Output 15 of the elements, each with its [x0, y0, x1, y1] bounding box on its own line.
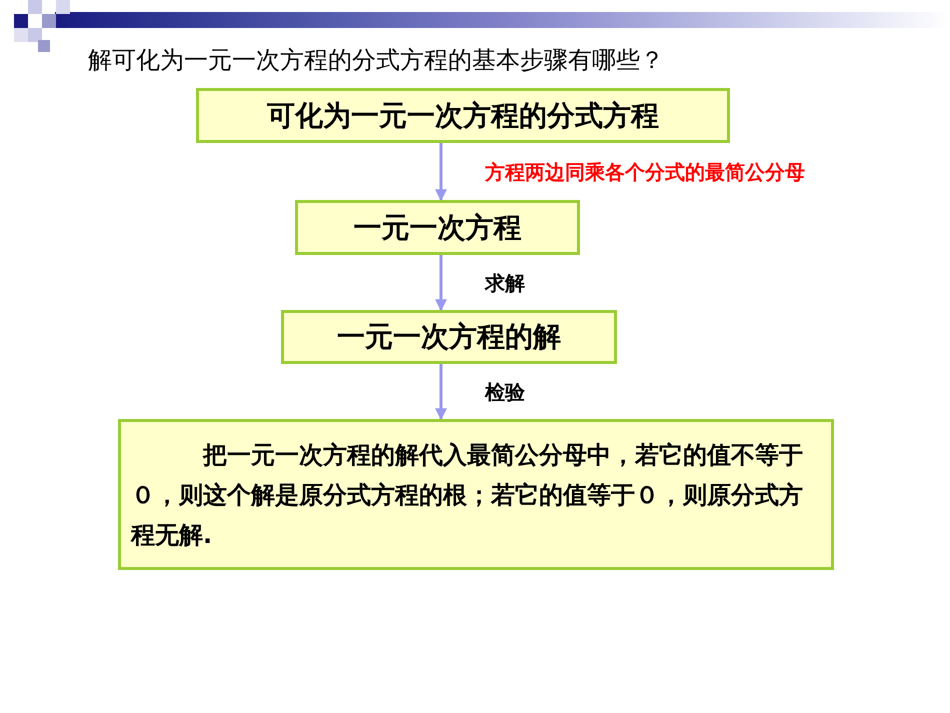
arrow: [435, 364, 447, 420]
process-box: [295, 200, 580, 255]
process-box: [118, 419, 834, 570]
box-text: 把一元一次方程的解代入最简公分母中，若它的值不等于０，则这个解是原分式方程的根；若它的值等于０，则原分式方程无解.: [130, 440, 804, 550]
arrow: [435, 255, 447, 312]
process-box: [281, 310, 617, 364]
box-text: 一元一次方程的解: [336, 319, 562, 355]
edge-label: 方程两边同乘各个分式的最简公分母: [485, 158, 805, 186]
arrow: [435, 143, 447, 202]
process-box: [196, 88, 730, 143]
box-text: 一元一次方程: [352, 210, 522, 246]
edge-label: 求解: [485, 270, 525, 296]
box-text: 可化为一元一次方程的分式方程: [266, 98, 660, 134]
edge-label: 检验: [485, 378, 525, 406]
title: 解可化为一元一次方程的分式方程的基本步骤有哪些？: [88, 45, 664, 76]
